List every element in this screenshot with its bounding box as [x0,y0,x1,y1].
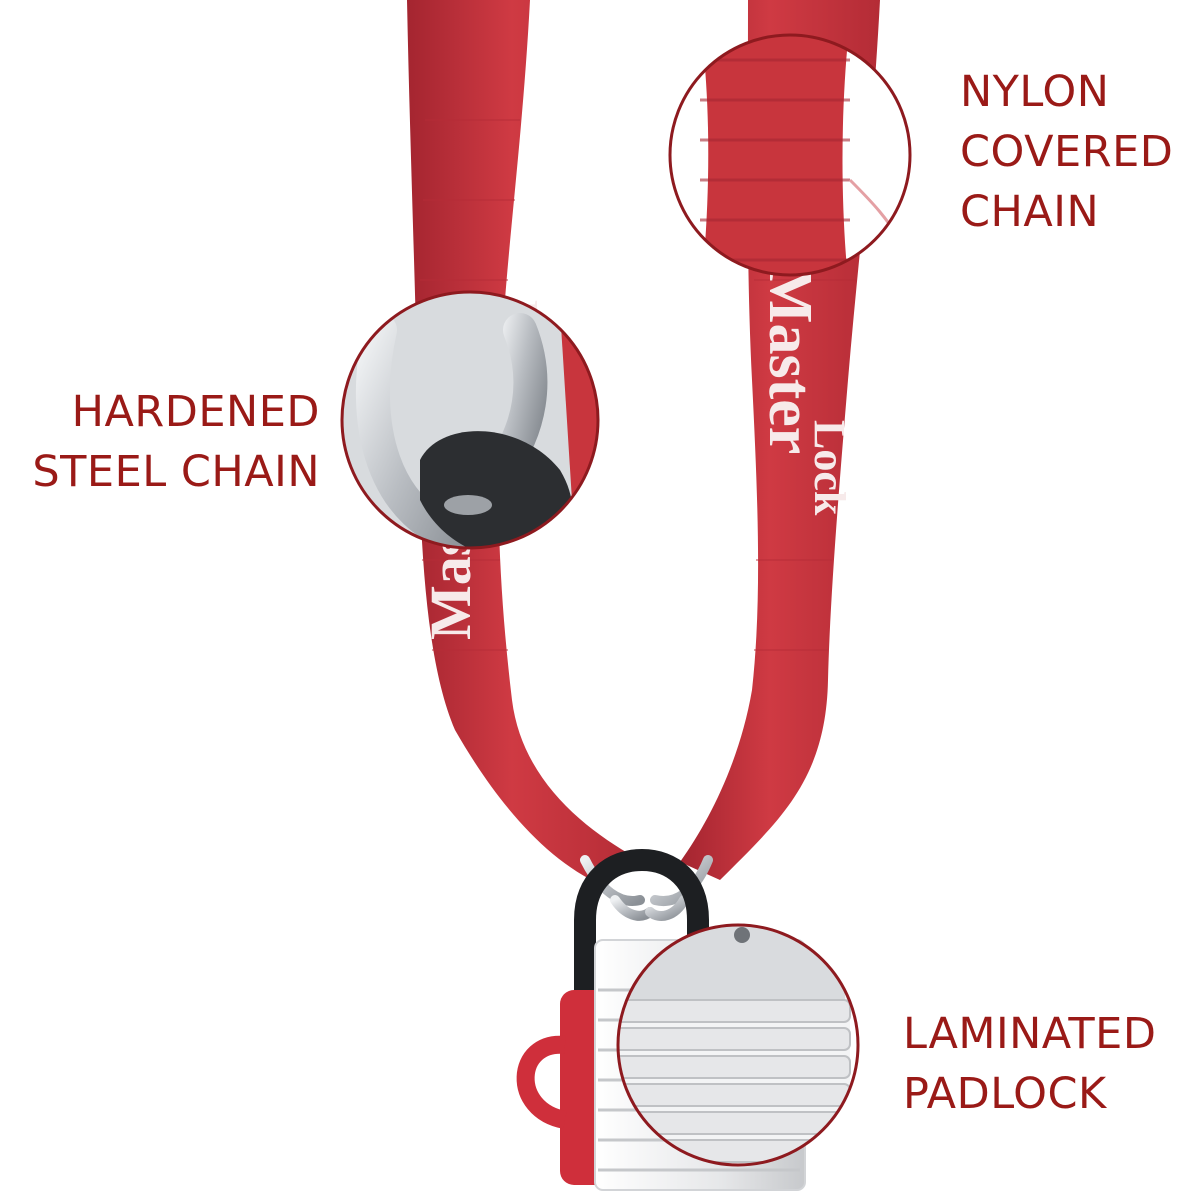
callout-line: COVERED [960,127,1174,177]
nylon-zoom-icon [668,33,912,277]
callout-line: CHAIN [960,187,1100,237]
callout-laminated-padlock: LAMINATED PADLOCK [903,1004,1156,1124]
padlock-shackle [574,848,709,1006]
sleeve-wordmark-right: Master [756,265,824,454]
steel-zoom-icon [340,290,600,550]
callout-line: NYLON [960,67,1110,117]
left-nylon-sleeve [407,0,640,885]
callout-line: LAMINATED [903,1009,1157,1059]
callout-line: STEEL CHAIN [32,447,320,497]
callout-line: PADLOCK [903,1069,1107,1119]
callout-line: HARDENED [71,387,320,437]
callout-nylon-covered-chain: NYLON COVERED CHAIN [960,62,1173,242]
callout-hardened-steel-chain: HARDENED STEEL CHAIN [32,382,320,502]
padlock-zoom-icon [616,923,860,1167]
sleeve-wordmark-right-sub: Lock [805,420,854,516]
